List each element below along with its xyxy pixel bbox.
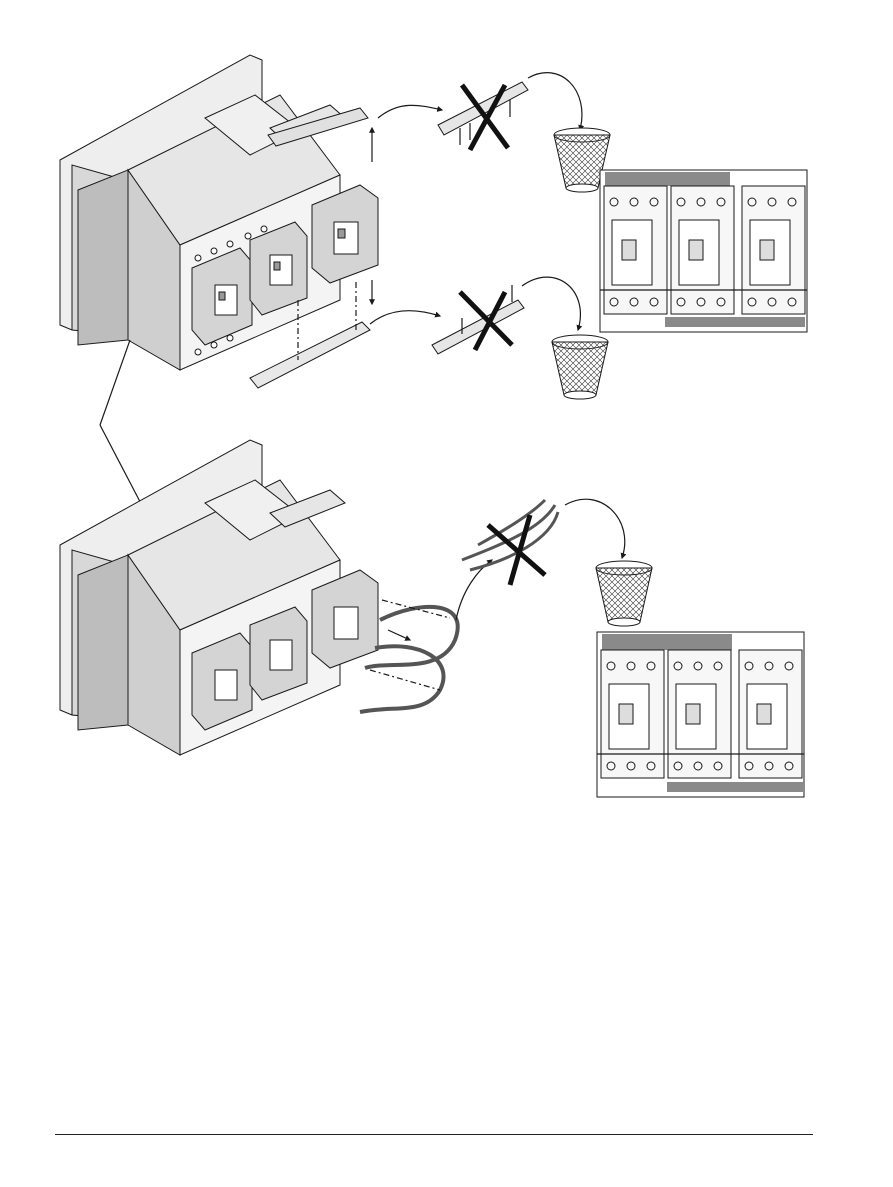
arrow-icon — [388, 630, 410, 640]
removed-cables — [462, 499, 652, 626]
removed-link-module-top — [378, 73, 610, 192]
arrow-icon — [528, 73, 582, 130]
contactor-assembly-top — [60, 55, 378, 388]
waste-basket-icon — [596, 561, 652, 626]
footer-rule — [55, 1134, 813, 1135]
arrow-icon — [378, 105, 442, 118]
arrow-icon — [565, 499, 625, 558]
cross-icon — [460, 292, 512, 350]
front-view-top — [600, 170, 807, 332]
contactor-assembly-bottom — [60, 440, 492, 755]
leader-line — [100, 340, 130, 425]
front-view-bottom — [597, 632, 804, 797]
waste-basket-icon — [552, 335, 608, 399]
removed-link-module-bottom — [370, 277, 608, 399]
arrow-icon — [370, 311, 440, 324]
arrow-icon — [522, 277, 580, 330]
